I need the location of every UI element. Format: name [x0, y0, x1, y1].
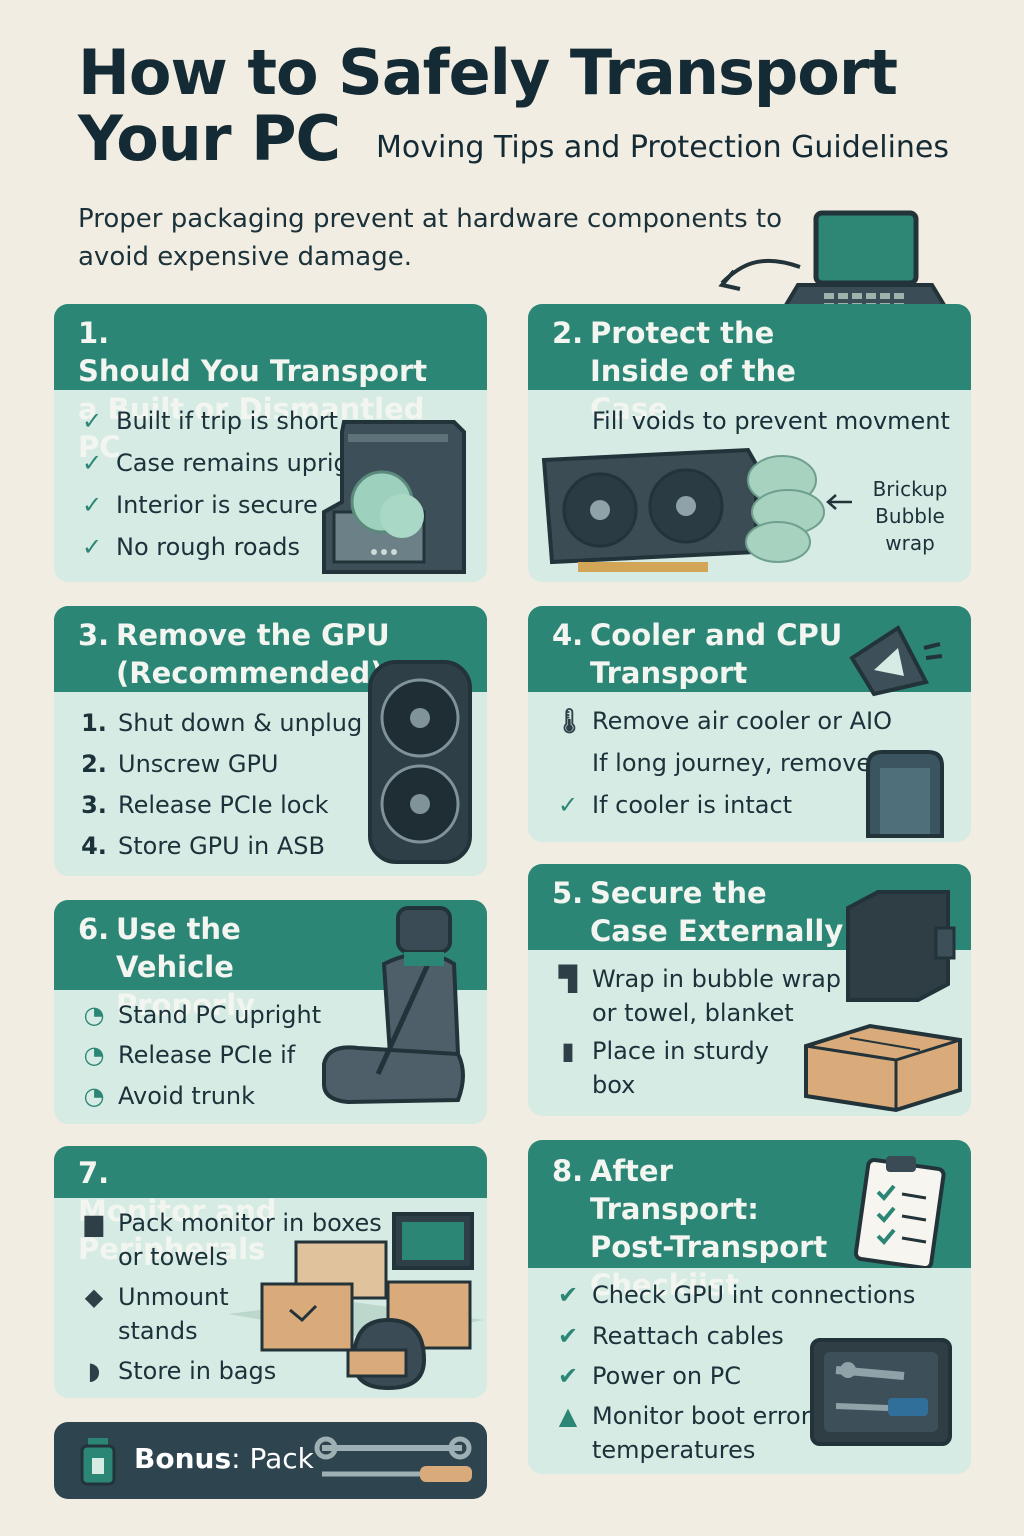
section-2-title: Protect the Inside of the Case	[590, 316, 796, 426]
clock-icon: ◔	[83, 1001, 105, 1029]
list-item: ▮Place in sturdy box	[561, 1034, 792, 1102]
section-8-number: 8.	[552, 1154, 584, 1188]
list-item: ✔Reattach cables	[558, 1319, 784, 1353]
section-1-header: 1. Should You Transport a Built or Disman…	[54, 304, 487, 464]
roll-icon: ▮	[561, 1037, 575, 1065]
section-8-card: 8.After Transport: Post-Transport Checki…	[528, 1140, 971, 1474]
box-icon: ▆	[84, 1209, 104, 1237]
section-4-card: 4.Cooler and CPU Transport 🌡Remove air c…	[528, 606, 971, 842]
section-8-title: After Transport: Post-Transport Checkiis…	[590, 1154, 828, 1302]
bonus-bar: Bonus: Pack	[54, 1422, 487, 1499]
section-4-number: 4.	[552, 618, 584, 652]
thermometer-icon: 🌡	[554, 707, 585, 735]
page-title: How to Safely Transport Your PC	[78, 40, 898, 175]
list-item: ✔Check GPU int connections	[558, 1278, 915, 1312]
cpu-bracket-illustration	[866, 750, 944, 838]
arrow-icon	[826, 494, 852, 510]
clock-icon: ◔	[83, 1041, 105, 1069]
bag-icon: ◗	[87, 1357, 101, 1385]
list-item: ▜Wrap in bubble wrap or towel, blanket	[559, 962, 842, 1030]
check-icon: ✓	[81, 533, 103, 561]
section-7-header: 7. Monitor and Peripherals	[54, 1146, 487, 1266]
intro-text: Proper packaging prevent at hardware com…	[78, 204, 782, 272]
section-3-card: 3.Remove the GPU (Recommended) 1.Shut do…	[54, 606, 487, 876]
checklist-icon	[853, 1156, 946, 1268]
section-2-header: 2.Protect the Inside of the Case	[528, 304, 971, 426]
bonus-label: Bonus	[134, 1442, 232, 1475]
section-2-number: 2.	[552, 316, 584, 350]
tools-illustration	[314, 1436, 472, 1482]
list-item: ✔Power on PC	[558, 1359, 741, 1393]
jar-icon	[80, 1438, 116, 1486]
list-item: If long journey, remove	[592, 749, 872, 777]
list-item: ◆Unmount stands	[85, 1280, 248, 1348]
list-item: ▲Monitor boot errors, temperatures	[559, 1399, 852, 1467]
section-2-card: 2.Protect the Inside of the Case Fill vo…	[528, 304, 971, 582]
section-7-title: Monitor and Peripherals	[78, 1194, 277, 1266]
check-icon: ✓	[81, 491, 103, 519]
list-item: 3.Release PCIe lock	[81, 791, 329, 819]
list-item: ✓Built if trip is short	[82, 404, 338, 438]
gpu-illustration	[368, 660, 472, 864]
clock-icon: ◔	[83, 1082, 105, 1110]
section-2-text: Fill voids to prevent movment	[592, 407, 950, 435]
section-1-number: 1.	[78, 316, 110, 350]
list-item: ✓If cooler is intact	[558, 788, 792, 822]
section-6-card: 6.Use the Vehicle Properly ◔Stand PC upr…	[54, 900, 487, 1124]
title-line-1: How to Safely Transport	[78, 36, 898, 109]
section-7-number: 7.	[78, 1156, 110, 1190]
list-item: ✓Interior is secure	[82, 488, 318, 522]
list-item: ◔Avoid trunk	[84, 1079, 256, 1113]
page-subtitle: Moving Tips and Protection Guidelines	[376, 130, 950, 165]
list-item: ◔Release PCIe if	[84, 1038, 296, 1072]
toolbox-illustration	[810, 1338, 952, 1446]
warning-icon: ▲	[558, 1402, 578, 1430]
section-1-card: 1. Should You Transport a Built or Disman…	[54, 304, 487, 582]
cpu-cooler-icon	[849, 625, 943, 697]
case-wrapped-illustration	[846, 890, 956, 1002]
list-item: 4.Store GPU in ASB	[81, 832, 325, 860]
section-5-title: Secure the Case Externally	[590, 876, 844, 948]
bonus-suffix: : Pack	[231, 1442, 314, 1475]
section-6-number: 6.	[78, 912, 110, 946]
list-item: ◗Store in bags	[88, 1354, 277, 1388]
monitor-boxes-illustration	[228, 1212, 484, 1391]
check-circle-icon: ✔	[557, 1281, 579, 1309]
list-item: ◔Stand PC upright	[84, 998, 322, 1032]
car-seat-illustration	[322, 906, 465, 1105]
list-item: ▆Pack monitor in boxes or towels	[85, 1206, 388, 1274]
section-3-title: Remove the GPU (Recommended)	[116, 618, 390, 690]
list-item: ✓No rough roads	[82, 530, 300, 564]
check-icon: ✓	[81, 449, 103, 477]
check-circle-icon: ✔	[557, 1362, 579, 1390]
list-item: ✓Case remains upright	[82, 446, 373, 480]
check-circle-icon: ✔	[557, 1322, 579, 1350]
bubble-wrap-label: Brickup Bubble wrap	[872, 477, 948, 555]
pc-case-illustration	[322, 420, 466, 574]
list-item: 🌡Remove air cooler or AIO	[554, 704, 892, 738]
section-5-card: 5.Secure the Case Externally ▜Wrap in bu…	[528, 864, 971, 1116]
check-icon: ✓	[81, 407, 103, 435]
section-7-card: 7. Monitor and Peripherals ▆Pack monitor …	[54, 1146, 487, 1398]
check-icon: ✓	[557, 791, 579, 819]
section-4-title: Cooler and CPU Transport	[590, 618, 843, 690]
section-3-number: 3.	[78, 618, 110, 652]
bonus-text: Bonus: Pack	[134, 1442, 314, 1475]
tape-icon: ▜	[558, 965, 578, 993]
cardboard-box-illustration	[804, 1023, 962, 1113]
title-line-2: Your PC	[78, 102, 341, 175]
graphics-card-illustration	[541, 447, 825, 572]
list-item: 1.Shut down & unplug	[81, 709, 363, 737]
section-1-title: Should You Transport a Built or Dismantl…	[78, 354, 428, 464]
stand-icon: ◆	[84, 1283, 104, 1311]
section-6-title: Use the Vehicle Properly	[116, 912, 256, 1022]
section-5-number: 5.	[552, 876, 584, 910]
list-item: 2.Unscrew GPU	[81, 750, 279, 778]
